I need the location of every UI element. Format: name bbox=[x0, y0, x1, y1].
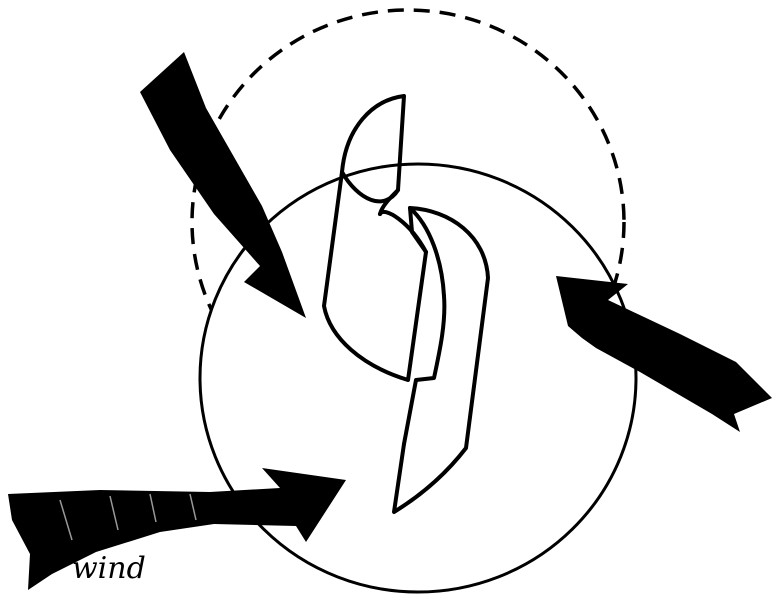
wind-arrow-top-left bbox=[140, 52, 306, 318]
wind-label: wind bbox=[72, 551, 146, 586]
